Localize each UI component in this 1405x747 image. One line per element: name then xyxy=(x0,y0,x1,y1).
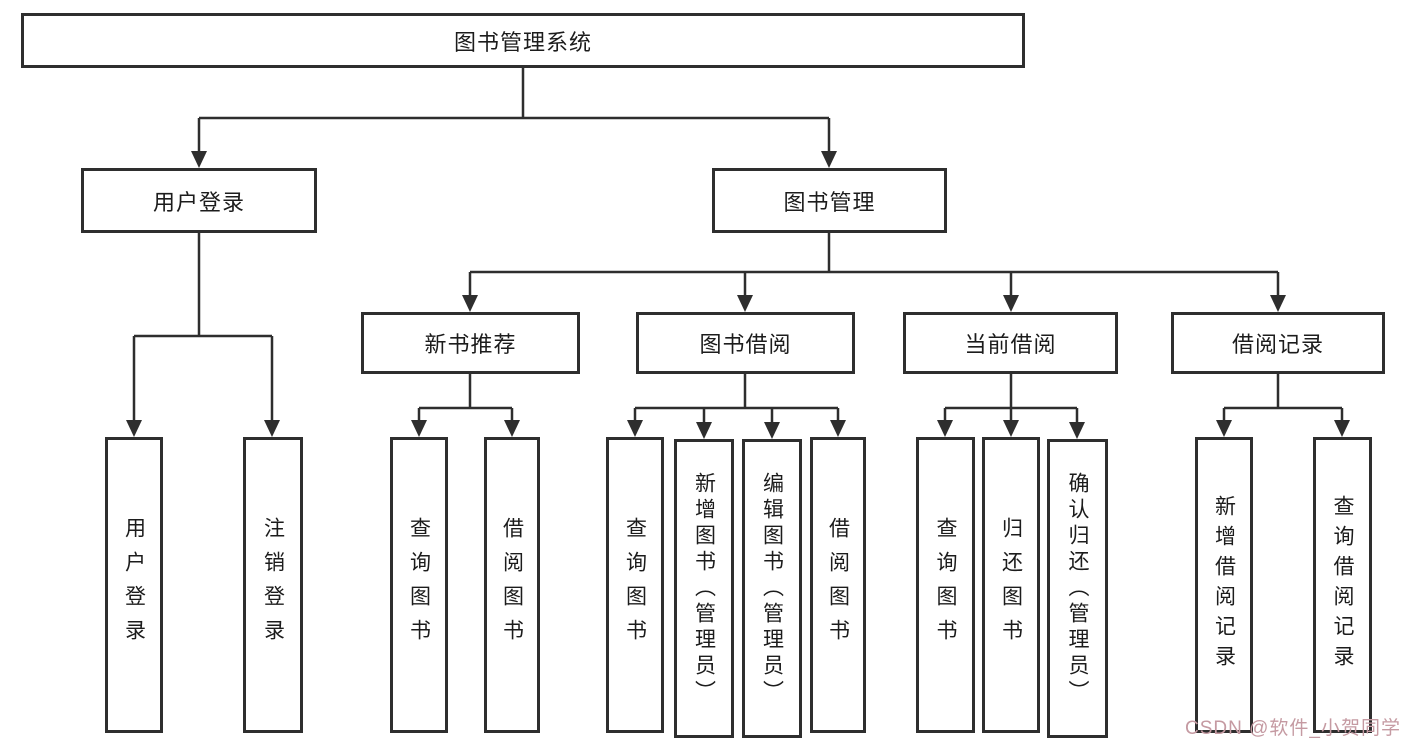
node-new-book-recommend: 新书推荐 xyxy=(361,312,580,374)
leaf-query-book-b: 查询图书 xyxy=(606,437,664,733)
node-label: 图书管理 xyxy=(783,189,876,215)
leaf-label: 查询图书 xyxy=(407,517,431,653)
leaf-query-book-c: 查询图书 xyxy=(916,437,975,733)
leaf-confirm-return-admin: 确认归还（管理员） xyxy=(1047,439,1108,738)
leaf-label: 归还图书 xyxy=(999,517,1023,653)
node-book-mgmt-branch: 图书管理 xyxy=(712,168,947,233)
leaf-borrow-book-b: 借阅图书 xyxy=(810,437,866,733)
leaf-label: 借阅图书 xyxy=(500,517,524,653)
leaf-edit-book-admin: 编辑图书（管理员） xyxy=(742,439,802,738)
leaf-label: 查询图书 xyxy=(623,517,647,653)
leaf-label: 用户登录 xyxy=(122,517,146,653)
leaf-label: 借阅图书 xyxy=(826,517,850,653)
leaf-label: 查询借阅记录 xyxy=(1331,495,1354,675)
leaf-user-login: 用户登录 xyxy=(105,437,163,733)
leaf-borrow-book-a: 借阅图书 xyxy=(484,437,540,733)
node-book-borrow: 图书借阅 xyxy=(636,312,855,374)
leaf-label: 编辑图书（管理员） xyxy=(760,471,784,706)
leaf-label: 注销登录 xyxy=(261,517,285,653)
leaf-return-book: 归还图书 xyxy=(982,437,1040,733)
leaf-add-borrow-record: 新增借阅记录 xyxy=(1195,437,1253,733)
node-root-system: 图书管理系统 xyxy=(21,13,1025,68)
node-borrow-records: 借阅记录 xyxy=(1171,312,1385,374)
leaf-add-book-admin: 新增图书（管理员） xyxy=(674,439,734,738)
node-current-borrow: 当前借阅 xyxy=(903,312,1118,374)
leaf-label: 新增图书（管理员） xyxy=(692,471,716,706)
leaf-query-borrow-record: 查询借阅记录 xyxy=(1313,437,1372,733)
leaf-logout: 注销登录 xyxy=(243,437,303,733)
node-label: 借阅记录 xyxy=(1231,332,1324,357)
node-user-login-branch: 用户登录 xyxy=(81,168,317,233)
leaf-label: 查询图书 xyxy=(934,517,957,653)
node-root-label: 图书管理系统 xyxy=(453,29,592,55)
leaf-label: 确认归还（管理员） xyxy=(1066,471,1089,706)
node-label: 新书推荐 xyxy=(424,332,517,357)
node-label: 图书借阅 xyxy=(699,332,792,357)
leaf-query-book-a: 查询图书 xyxy=(390,437,448,733)
csdn-watermark: CSDN @软件_小贺同学 xyxy=(1185,718,1401,739)
node-label: 用户登录 xyxy=(152,189,245,215)
node-label: 当前借阅 xyxy=(964,332,1057,357)
leaf-label: 新增借阅记录 xyxy=(1212,495,1236,675)
